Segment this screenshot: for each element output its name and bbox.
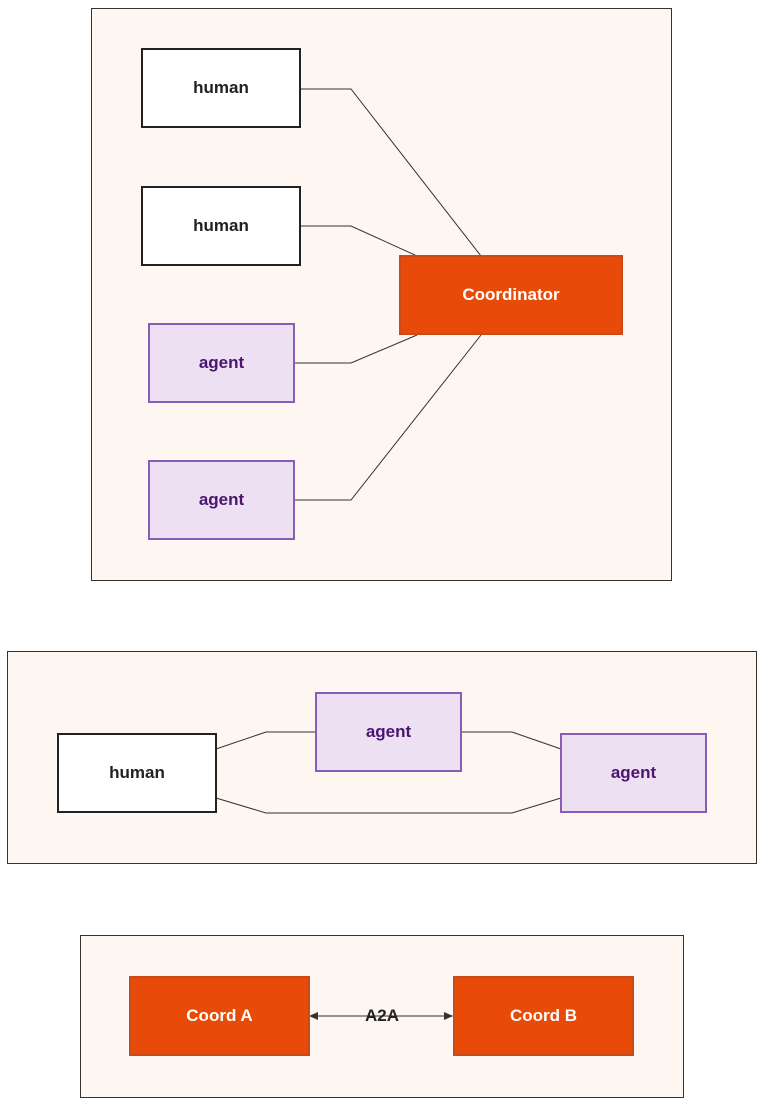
diagram-panel-a2a: Coord A Coord B A2A xyxy=(80,935,684,1098)
diagram-panel-hub: human human agent agent Coordinator xyxy=(91,8,672,581)
coord-b-node: Coord B xyxy=(453,976,634,1056)
edge-human-agent-right xyxy=(215,797,562,814)
agent-node-top: agent xyxy=(315,692,462,772)
hub-edges xyxy=(295,88,482,501)
agent-node-2: agent xyxy=(148,460,295,540)
agent-node-1: agent xyxy=(148,323,295,403)
edge-human2-coordinator xyxy=(301,225,418,257)
diagram-panel-peer: human agent agent xyxy=(7,651,757,864)
edge-human1-coordinator xyxy=(301,88,482,257)
a2a-edges xyxy=(309,1012,453,1020)
edge-agent1-coordinator xyxy=(295,334,418,364)
coordinator-node: Coordinator xyxy=(399,255,623,335)
edge-human-agent-top xyxy=(215,731,316,750)
agent-node-right: agent xyxy=(560,733,707,813)
human-node-1: human xyxy=(141,48,301,128)
a2a-edge-label: A2A xyxy=(364,1006,400,1025)
edge-agent-top-agent-right xyxy=(462,731,562,750)
coord-a-node: Coord A xyxy=(129,976,310,1056)
human-node-2: human xyxy=(141,186,301,266)
edge-agent2-coordinator xyxy=(295,334,482,501)
peer-edges xyxy=(215,731,562,814)
human-node: human xyxy=(57,733,217,813)
